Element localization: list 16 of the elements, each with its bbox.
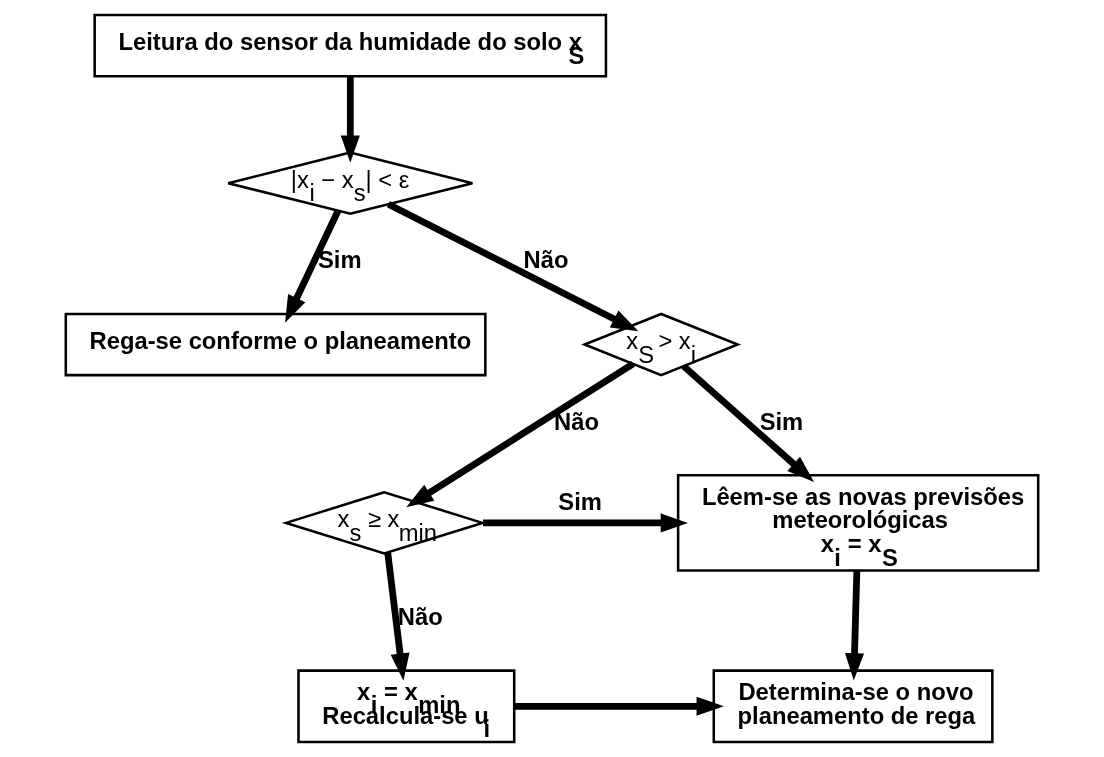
arrow [681,363,815,482]
arrow [384,552,410,681]
arrow [406,361,635,508]
edge-label: Sim [759,407,804,435]
node-box: Rega-se conforme o planeamento [64,312,487,377]
arrow [386,201,639,332]
arrow [285,209,342,323]
edge-label: Não [397,603,443,631]
edge-label: Não [554,407,600,435]
arrow [845,570,865,681]
edge-label: Sim [558,487,602,515]
arrow [514,696,724,716]
node-box: Determina-se o novo planeamento de rega [712,669,994,744]
edge-label: Sim [318,246,362,274]
edge-label: Não [523,246,569,274]
arrow [340,76,360,163]
